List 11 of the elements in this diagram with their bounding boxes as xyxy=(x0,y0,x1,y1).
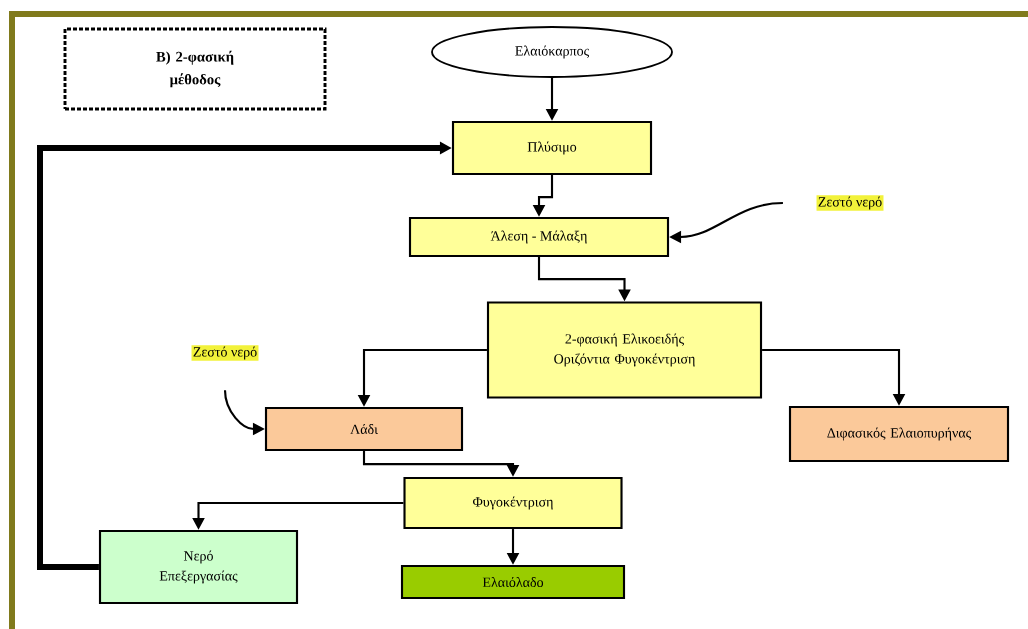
input-label: Ζεστό νερό xyxy=(816,195,884,211)
process-box: Φυγοκέντριση xyxy=(403,476,623,530)
title-box: Β) 2-φασική μέθοδος xyxy=(63,27,327,111)
process-box: Άλεση - Μάλαξη xyxy=(408,216,670,258)
product-box: Νερό Επεξεργασίας xyxy=(98,529,299,605)
input-label: Ζεστό νερό xyxy=(191,345,259,361)
product-box: Λάδι xyxy=(264,406,464,452)
product-box: Ελαιόλαδο xyxy=(400,564,626,600)
process-box: 2-φασική Ελικοειδής Οριζόντια Φυγοκέντριση xyxy=(486,301,763,399)
process-box: Πλύσιμο xyxy=(451,120,653,176)
product-box: Διφασικός Ελαιοπυρήνας xyxy=(788,405,1010,463)
